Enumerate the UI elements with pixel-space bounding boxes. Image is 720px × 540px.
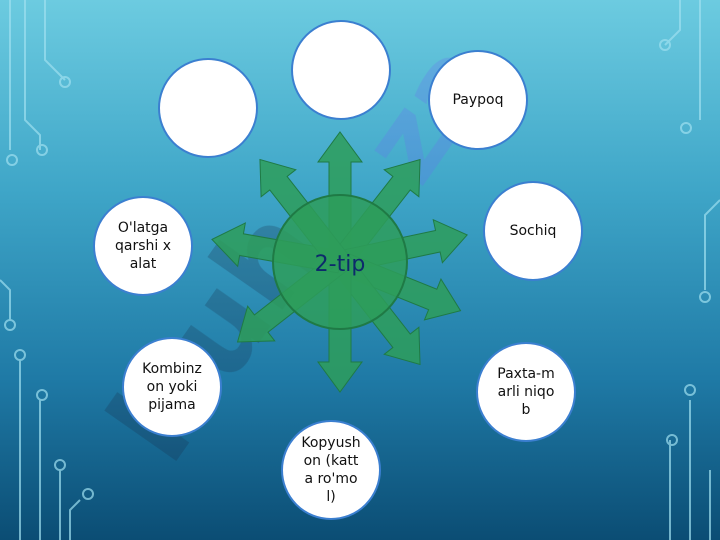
bubble-sochiq: Sochiq <box>483 181 583 281</box>
bubble-empty-1 <box>158 58 258 158</box>
bubble-paxta-marli-niqob: Paxta-marli niqob <box>476 342 576 442</box>
bubble-kombinzon-yoki-pijama: Kombinzon yoki pijama <box>122 337 222 437</box>
bubble-paypoq: Paypoq <box>428 50 528 150</box>
bubble-empty-2 <box>291 20 391 120</box>
center-label: 2-tip <box>314 252 366 277</box>
center-circle <box>272 194 408 330</box>
bubble-olatga-qarshi-xalat: O'latga qarshi xalat <box>93 196 193 296</box>
bubble-kopyushon: Kopyushon (katta ro'mol) <box>281 420 381 520</box>
